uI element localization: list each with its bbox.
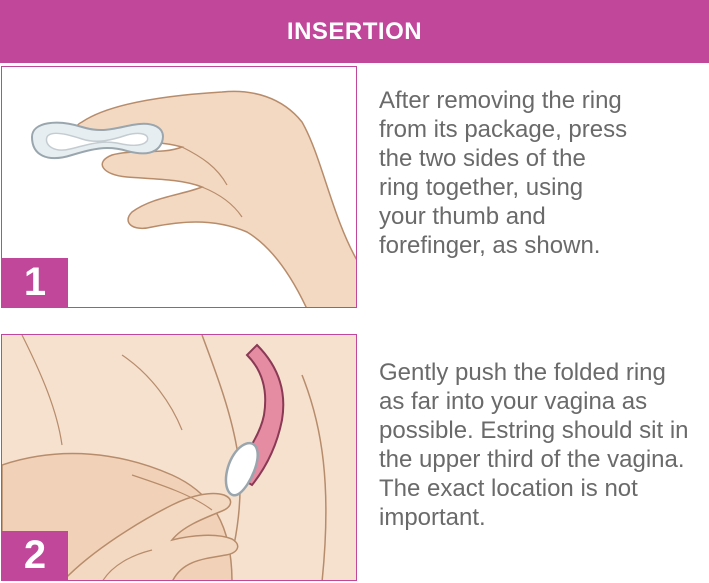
step-1-illustration: 1: [1, 66, 357, 308]
step-2-badge: 2: [2, 531, 68, 580]
step-2-number: 2: [24, 533, 46, 578]
section-header: INSERTION: [0, 0, 709, 63]
step-1-number: 1: [24, 260, 46, 305]
step-1-instruction: After removing the ring from its package…: [379, 86, 629, 260]
step-1-badge: 1: [2, 258, 68, 307]
section-title: INSERTION: [287, 18, 422, 46]
step-2-instruction: Gently push the folded ring as far into …: [379, 358, 694, 532]
step-2-illustration: 2: [1, 334, 357, 581]
